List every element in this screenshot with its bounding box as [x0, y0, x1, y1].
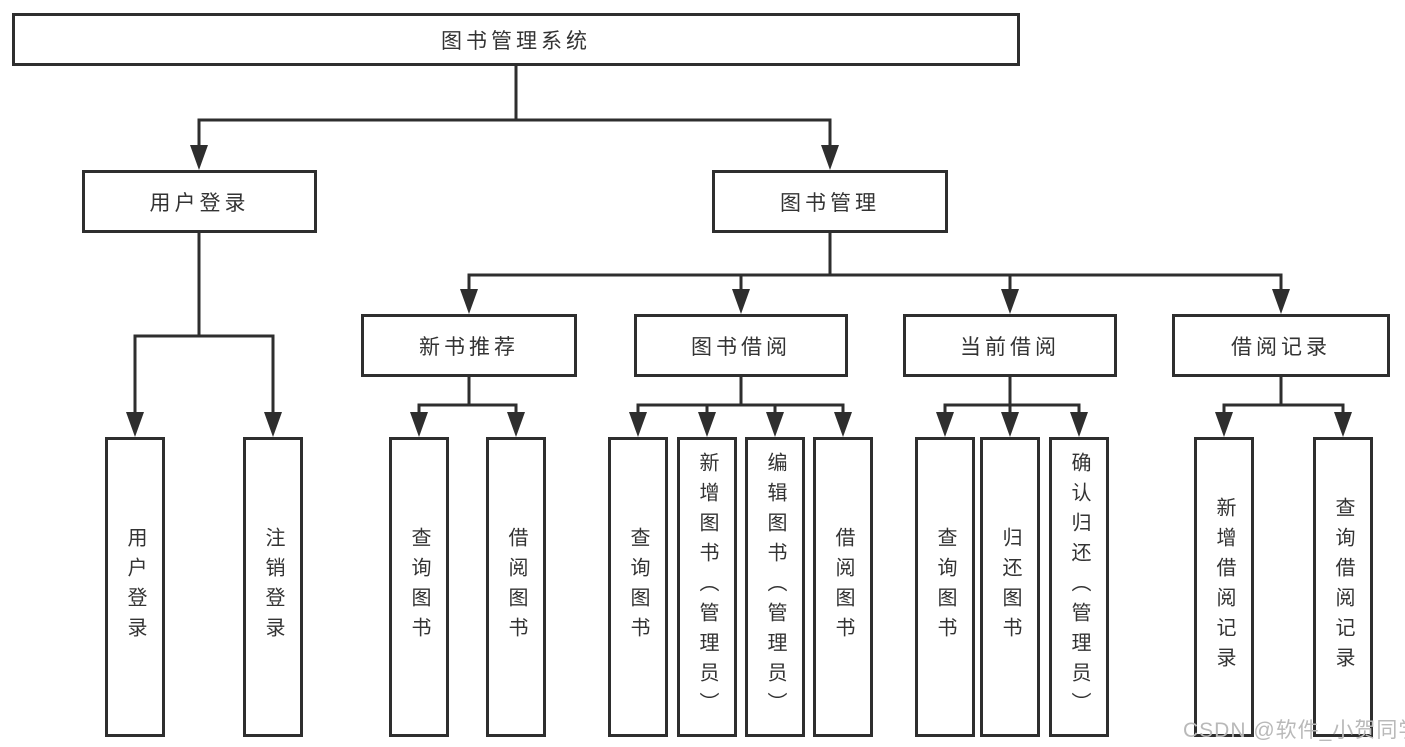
- leaf-search-books-recommend: 查询图书: [389, 437, 449, 737]
- leaf-edit-books-admin-label: 编辑图书（管理员）: [764, 452, 786, 722]
- leaf-edit-books-admin: 编辑图书（管理员）: [745, 437, 805, 737]
- leaf-borrow-books-borrowing: 借阅图书: [813, 437, 873, 737]
- leaf-add-books-admin: 新增图书（管理员）: [677, 437, 737, 737]
- leaf-logout-label: 注销登录: [262, 527, 284, 647]
- leaf-add-borrow-record: 新增借阅记录: [1194, 437, 1254, 737]
- leaf-search-books-current-label: 查询图书: [934, 527, 956, 647]
- leaf-search-borrow-record: 查询借阅记录: [1313, 437, 1373, 737]
- leaf-add-books-admin-label: 新增图书（管理员）: [696, 452, 718, 722]
- node-borrowing-records-label: 借阅记录: [1231, 335, 1331, 359]
- leaf-search-books-borrowing: 查询图书: [608, 437, 668, 737]
- leaf-search-books-current: 查询图书: [915, 437, 975, 737]
- leaf-return-books: 归还图书: [980, 437, 1040, 737]
- leaf-logout: 注销登录: [243, 437, 303, 737]
- node-user-login-label: 用户登录: [149, 191, 250, 215]
- leaf-confirm-return-admin-label: 确认归还（管理员）: [1068, 452, 1090, 722]
- node-new-book-recommendation: 新书推荐: [361, 314, 577, 377]
- node-book-management: 图书管理: [712, 170, 948, 233]
- node-book-borrowing-label: 图书借阅: [691, 335, 791, 359]
- node-root-label: 图书管理系统: [441, 29, 591, 53]
- node-current-borrowing: 当前借阅: [903, 314, 1117, 377]
- leaf-user-login: 用户登录: [105, 437, 165, 737]
- leaf-borrow-books-recommend: 借阅图书: [486, 437, 546, 737]
- leaf-confirm-return-admin: 确认归还（管理员）: [1049, 437, 1109, 737]
- csdn-watermark: CSDN @软件_小贺同学: [1183, 719, 1405, 742]
- node-root: 图书管理系统: [12, 13, 1020, 66]
- leaf-borrow-books-recommend-label: 借阅图书: [505, 527, 527, 647]
- leaf-search-books-recommend-label: 查询图书: [408, 527, 430, 647]
- leaf-return-books-label: 归还图书: [999, 527, 1021, 647]
- node-user-login: 用户登录: [82, 170, 317, 233]
- node-current-borrowing-label: 当前借阅: [960, 335, 1060, 359]
- node-book-management-label: 图书管理: [780, 191, 880, 215]
- leaf-add-borrow-record-label: 新增借阅记录: [1213, 497, 1235, 677]
- leaf-borrow-books-borrowing-label: 借阅图书: [832, 527, 854, 647]
- leaf-search-borrow-record-label: 查询借阅记录: [1332, 497, 1354, 677]
- node-new-book-recommendation-label: 新书推荐: [419, 335, 519, 359]
- node-book-borrowing: 图书借阅: [634, 314, 848, 377]
- leaf-user-login-label: 用户登录: [124, 527, 146, 647]
- leaf-search-books-borrowing-label: 查询图书: [627, 527, 649, 647]
- node-borrowing-records: 借阅记录: [1172, 314, 1390, 377]
